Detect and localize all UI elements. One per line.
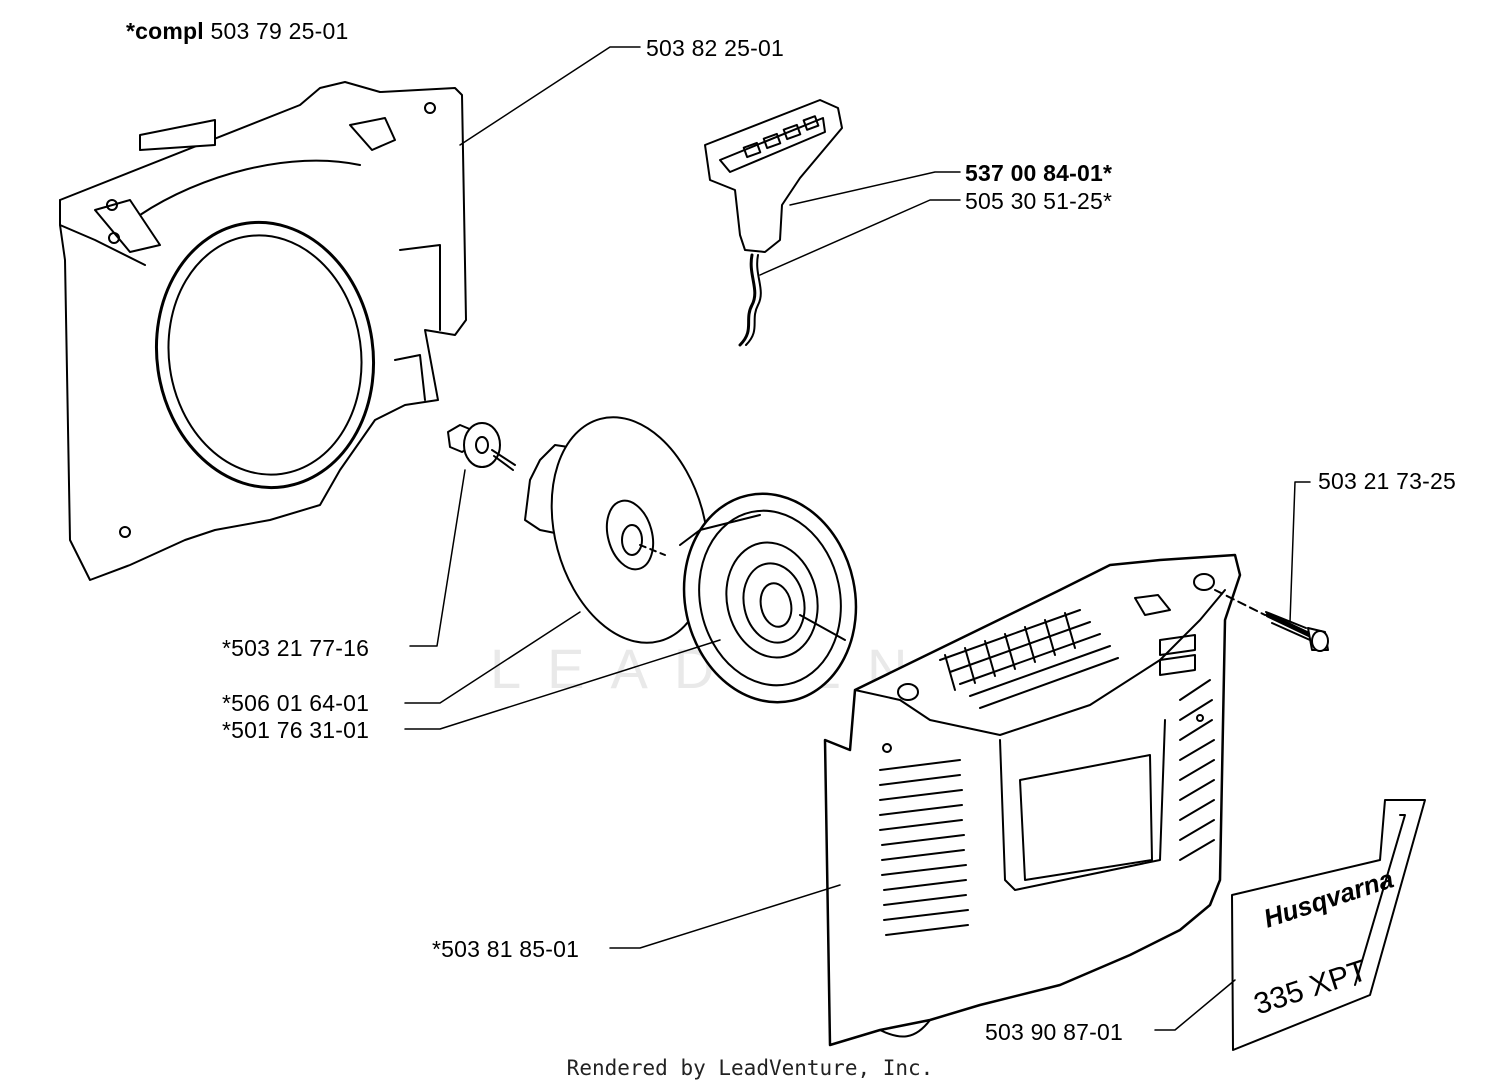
starter-handle xyxy=(704,99,843,347)
rope-pulley xyxy=(679,492,858,704)
label-center-screw: *503 21 77-16 xyxy=(222,635,370,661)
label-handle: 537 00 84-01* xyxy=(965,160,1113,186)
center-screw xyxy=(447,422,516,471)
leader-lines xyxy=(404,46,1311,1031)
label-rope: 505 30 51-25* xyxy=(965,188,1113,214)
label-decal: 503 90 87-01 xyxy=(985,1019,1123,1045)
label-screw: 503 21 73-25 xyxy=(1318,468,1456,494)
spring-cup xyxy=(524,416,710,644)
label-spring-cup: *506 01 64-01 xyxy=(222,690,370,716)
title-prefix: *compl xyxy=(126,18,204,44)
decal xyxy=(1231,799,1426,1051)
title-part: 503 79 25-01 xyxy=(210,18,349,44)
fan-housing xyxy=(59,81,467,581)
cover-screw xyxy=(1214,589,1329,652)
label-starter-cover: *503 81 85-01 xyxy=(432,936,580,962)
starter-cover xyxy=(823,553,1242,1047)
label-pulley: *501 76 31-01 xyxy=(222,717,370,743)
footer-credit: Rendered by LeadVenture, Inc. xyxy=(566,1056,934,1080)
title-label: *compl 503 79 25-01 xyxy=(126,18,348,45)
label-fan-housing: 503 82 25-01 xyxy=(646,35,784,61)
